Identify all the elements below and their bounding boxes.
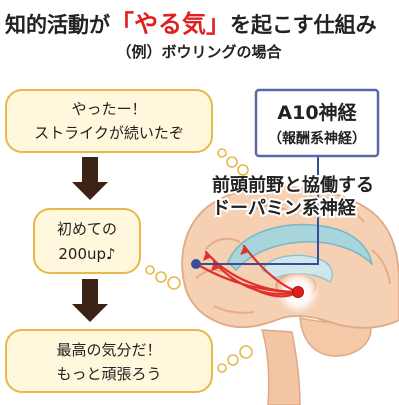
a10-origin-dot bbox=[292, 286, 304, 298]
dopamine-pathway bbox=[198, 244, 300, 298]
arrowhead-1 bbox=[203, 252, 212, 261]
down-arrow-1 bbox=[72, 157, 108, 200]
brain-illustration bbox=[181, 185, 399, 405]
a10-title: A10神経 bbox=[277, 101, 357, 124]
brain-fold-1 bbox=[204, 237, 241, 251]
pathway-line-5 bbox=[198, 264, 300, 294]
pathway-label-line1: 前頭前野と協働する bbox=[212, 174, 374, 196]
page-title: 知的活動が「やる気」を起こす仕組み bbox=[5, 10, 377, 38]
a10-subtitle: （報酬系神経） bbox=[268, 130, 366, 147]
thought-bubble-1: やったー！ ストライクが続いたぞ bbox=[5, 89, 213, 153]
down-arrow-2 bbox=[72, 279, 108, 322]
thought-trail-3 bbox=[217, 345, 253, 373]
a10-box: A10神経 （報酬系神経） bbox=[254, 88, 380, 158]
thought-1-line-2: ストライクが続いたぞ bbox=[34, 124, 184, 142]
brain-stem bbox=[260, 329, 301, 405]
arrowhead-2 bbox=[240, 246, 249, 255]
thought-2-line-2: 200up♪ bbox=[58, 245, 115, 263]
brain-fold-3 bbox=[249, 204, 287, 213]
brain-fold-4 bbox=[329, 205, 365, 223]
thought-2-line-1: 初めての bbox=[57, 220, 117, 238]
thought-bubble-2: 初めての 200up♪ bbox=[33, 208, 141, 274]
thought-trail-2 bbox=[145, 265, 181, 290]
thought-trail-1 bbox=[217, 148, 249, 176]
brain-fold-5 bbox=[371, 249, 391, 285]
a10-connector bbox=[196, 135, 319, 265]
page-subtitle: （例）ボウリングの場合 bbox=[116, 43, 282, 61]
pathway-label-line2: ドーパミン系神経 bbox=[212, 197, 357, 219]
thought-1-line-1: やったー！ bbox=[71, 100, 146, 118]
pfc-dot bbox=[191, 259, 201, 269]
brain-fold-6 bbox=[213, 305, 255, 314]
corpus-callosum bbox=[227, 223, 374, 272]
thought-3-line-1: 最高の気分だ！ bbox=[56, 341, 161, 359]
thought-3-line-2: もっと頑張ろう bbox=[56, 365, 161, 383]
thought-bubble-3: 最高の気分だ！ もっと頑張ろう bbox=[5, 329, 213, 393]
